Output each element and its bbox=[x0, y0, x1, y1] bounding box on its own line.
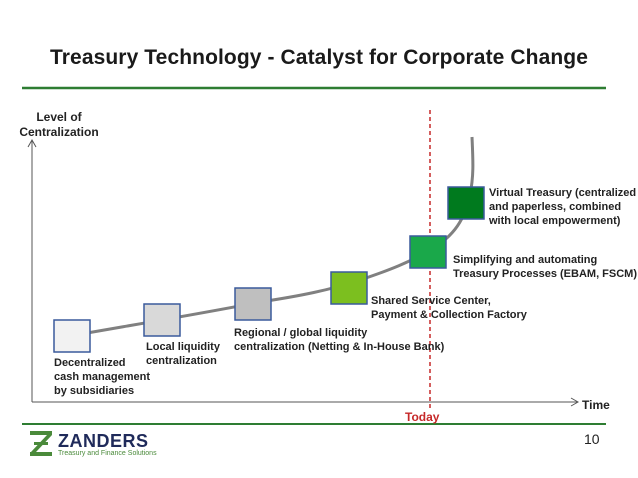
stage-label-3: Regional / global liquidity centralizati… bbox=[234, 327, 445, 353]
stage-label-6: Virtual Treasury (centralized and paperl… bbox=[489, 187, 637, 227]
stage-label-4: Shared Service Center, Payment & Collect… bbox=[371, 295, 527, 321]
y-axis-arrow bbox=[27, 138, 37, 148]
stage-box-1 bbox=[53, 319, 91, 353]
y-axis-label: Level of Centralization bbox=[19, 110, 99, 139]
stage-box-3 bbox=[234, 287, 272, 321]
stage-label-1: Decentralized cash management by subsidi… bbox=[54, 357, 150, 397]
logo-name: ZANDERS bbox=[58, 431, 149, 451]
stage-box-6 bbox=[447, 186, 485, 220]
today-label: Today bbox=[405, 410, 440, 424]
x-axis-arrow bbox=[570, 397, 580, 407]
stage-box-2 bbox=[143, 303, 181, 337]
stage-label-5: Simplifying and automating Treasury Proc… bbox=[453, 254, 638, 280]
zanders-logo-icon bbox=[30, 431, 52, 456]
stage-box-4 bbox=[330, 271, 368, 305]
x-axis-label: Time bbox=[582, 398, 610, 412]
stage-label-2: Local liquidity centralization bbox=[146, 341, 220, 367]
logo-tagline: Treasury and Finance Solutions bbox=[58, 450, 157, 457]
slide-title: Treasury Technology - Catalyst for Corpo… bbox=[50, 46, 588, 69]
page-number: 10 bbox=[584, 431, 600, 447]
stage-box-5 bbox=[409, 235, 447, 269]
